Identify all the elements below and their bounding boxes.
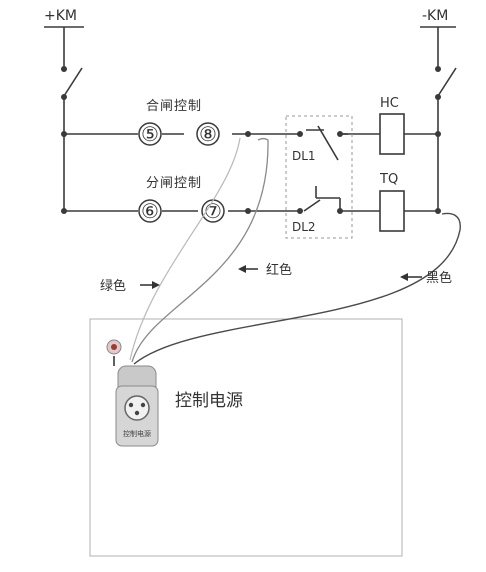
- green-lead: [129, 137, 241, 361]
- connector-socket-label: 控制电源: [123, 429, 151, 438]
- red-arrow: [238, 265, 258, 273]
- dl2-label: DL2: [292, 220, 316, 234]
- terminal-6: ⑥: [138, 199, 162, 223]
- tq-coil: [379, 190, 405, 232]
- negative-supply-label: -KM: [422, 8, 448, 24]
- tq-label: TQ: [379, 172, 398, 187]
- terminal-8-label: ⑧: [199, 122, 217, 146]
- hc-coil: [379, 113, 405, 155]
- black-arrow: [400, 273, 422, 281]
- open-control-label: 分闸控制: [146, 176, 202, 191]
- breaker-contacts-box: [285, 115, 353, 239]
- right-bus: [435, 27, 457, 214]
- black-lead-label: 黑色: [426, 270, 452, 286]
- device-title: 控制电源: [175, 391, 243, 411]
- terminal-5: ⑤: [138, 122, 162, 146]
- connector-plug: 控制电源: [106, 339, 159, 447]
- terminal-5-label: ⑤: [141, 122, 159, 146]
- close-control-label: 合闸控制: [146, 99, 202, 114]
- terminal-7: ⑦: [201, 199, 225, 223]
- positive-supply-label: +KM: [44, 8, 77, 24]
- terminal-8: ⑧: [196, 122, 220, 146]
- black-lead: [133, 212, 461, 365]
- green-arrow: [140, 281, 160, 289]
- left-bus: [61, 27, 83, 214]
- opening-circuit: [64, 186, 438, 214]
- dl1-label: DL1: [292, 149, 316, 163]
- hc-label: HC: [380, 96, 399, 111]
- red-lead: [131, 137, 269, 363]
- terminal-6-label: ⑥: [141, 199, 159, 223]
- green-lead-label: 绿色: [100, 278, 126, 294]
- closing-circuit: [64, 125, 438, 161]
- red-lead-label: 红色: [266, 262, 292, 278]
- terminal-7-label: ⑦: [204, 199, 222, 223]
